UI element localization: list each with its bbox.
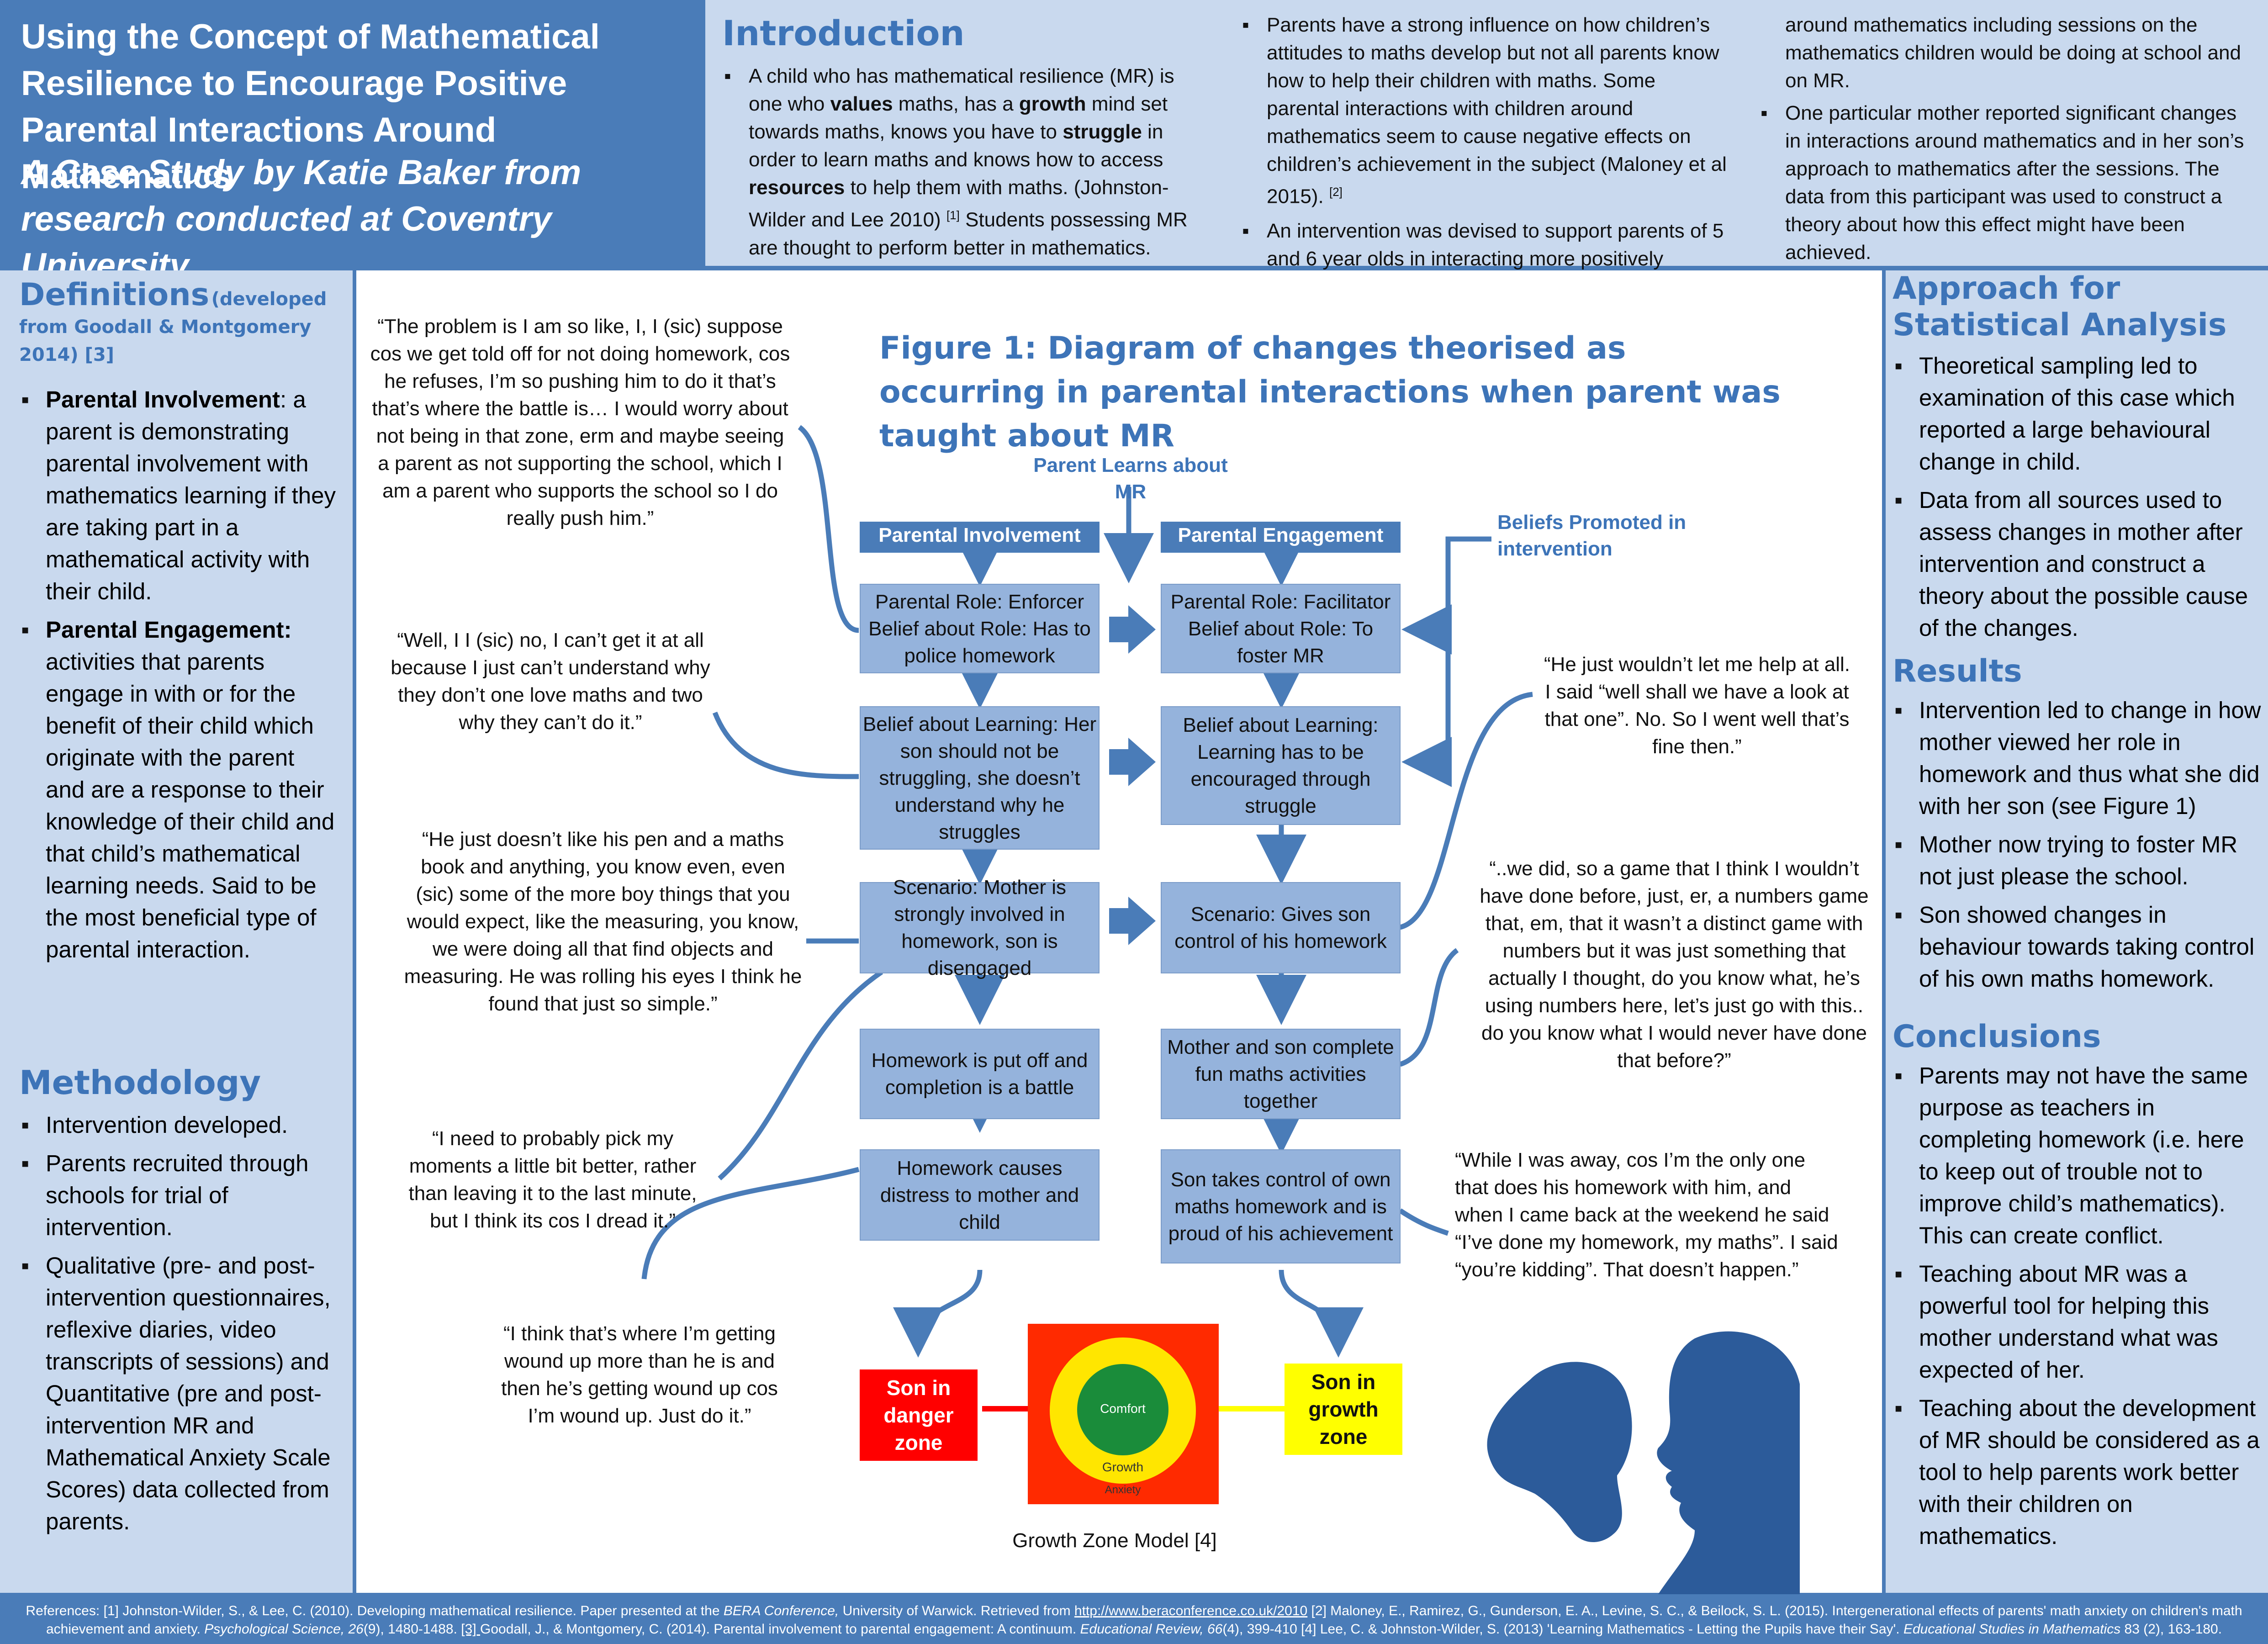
- approach-item: Theoretical sampling led to examination …: [1893, 350, 2263, 478]
- quote-right: “He just wouldn’t let me help at all. I …: [1544, 653, 1850, 758]
- block-arrow-1: [1109, 605, 1156, 654]
- quote-left: “The problem is I am so like, I, I (sic)…: [370, 315, 790, 529]
- results-item: Mother now trying to foster MR not just …: [1893, 829, 2263, 893]
- quote-left: “Well, I I (sic) no, I can’t get it at a…: [391, 629, 710, 734]
- intro-bullet: An intervention was devised to support p…: [1240, 217, 1734, 273]
- definitions-note: (developed from Goodall & Montgomery 201…: [19, 289, 327, 365]
- right-flow-box: Belief about Learning: Learning has to b…: [1161, 706, 1401, 825]
- growth-zone-caption: Growth Zone Model [4]: [1012, 1529, 1217, 1552]
- methodology-section: Methodology Intervention developed. Pare…: [19, 1060, 339, 1544]
- quote-link-4: [718, 970, 883, 1181]
- approach-heading: Approach for Statistical Analysis: [1893, 270, 2227, 343]
- child-silhouette-icon: [1487, 1362, 1632, 1543]
- arrow-right-6: [1279, 1269, 1364, 1358]
- growth-label: Growth: [1102, 1460, 1144, 1474]
- quote-right: “..we did, so a game that I think I woul…: [1480, 857, 1869, 1072]
- quote-link-5: [641, 1167, 860, 1279]
- quote-link-2: [712, 711, 859, 779]
- definition-item: Parental Engagement: activities that par…: [19, 614, 339, 966]
- intro-bullet: A child who has mathematical resilience …: [722, 62, 1202, 262]
- quote-right: “While I was away, cos I’m the only one …: [1455, 1149, 1838, 1281]
- methodology-heading: Methodology: [19, 1063, 261, 1102]
- quote-link-7: [1399, 948, 1459, 1067]
- beliefs-promoted-label: Beliefs Promoted in intervention: [1497, 511, 1686, 560]
- comfort-circle: [1077, 1364, 1168, 1455]
- right-flow-box: Mother and son complete fun maths activi…: [1161, 1029, 1401, 1119]
- zone-connector-red: [982, 1406, 1032, 1411]
- methodology-item: Parents recruited through schools for tr…: [19, 1147, 339, 1243]
- right-flow-box: Son takes control of own maths homework …: [1161, 1149, 1401, 1263]
- intro-column-3: around mathematics including sessions on…: [1759, 11, 2252, 266]
- conclusions-heading: Conclusions: [1893, 1019, 2101, 1055]
- results-heading: Results: [1893, 653, 2022, 689]
- parental-engagement-header: Parental Engagement: [1161, 522, 1401, 553]
- growth-zone-box: Son in growth zone: [1285, 1364, 1402, 1455]
- figure-title: Figure 1: Diagram of changes theorised a…: [879, 330, 1781, 454]
- references: References: [1] Johnston-Wilder, S., & L…: [26, 1603, 2242, 1637]
- quote-left: “I need to probably pick my moments a li…: [408, 1127, 697, 1232]
- poster-title: Using the Concept of Mathematical Resili…: [21, 17, 600, 196]
- growth-zone-model: Comfort Growth Anxiety: [1028, 1324, 1219, 1504]
- definition-item: Parental Involvement: a parent is demons…: [19, 384, 339, 608]
- introduction-heading: Introduction: [722, 13, 965, 53]
- quote-left: “He just doesn’t like his pen and a math…: [404, 828, 802, 1015]
- beliefs-bracket: [1414, 536, 1491, 765]
- parental-involvement-header: Parental Involvement: [860, 522, 1100, 553]
- conclusions-item: Parents may not have the same purpose as…: [1893, 1060, 2263, 1252]
- conclusions-section: Conclusions Parents may not have the sam…: [1893, 1014, 2263, 1559]
- intro-column-1: A child who has mathematical resilience …: [722, 62, 1202, 262]
- parent-learns-label: Parent Learns about MR: [1033, 454, 1228, 503]
- left-flow-box: Parental Role: Enforcer Belief about Rol…: [860, 584, 1100, 673]
- right-flow-box: Scenario: Gives son control of his homew…: [1161, 882, 1401, 973]
- title-panel: [0, 0, 703, 266]
- conclusions-item: Teaching about the development of MR sho…: [1893, 1392, 2263, 1552]
- arrow-left-6: [893, 1269, 983, 1358]
- intro-bullet: Parents have a strong influence on how c…: [1240, 11, 1734, 211]
- left-flow-box: Homework is put off and completion is a …: [860, 1029, 1100, 1119]
- left-flow-box: Homework causes distress to mother and c…: [860, 1149, 1100, 1241]
- quote-link-6: [1399, 692, 1533, 930]
- quote-link-8: [1398, 1208, 1449, 1236]
- approach-item: Data from all sources used to assess cha…: [1893, 484, 2263, 644]
- left-flow-box: Belief about Learning: Her son should no…: [860, 706, 1100, 850]
- anxiety-label: Anxiety: [1105, 1484, 1141, 1496]
- comfort-label: Comfort: [1100, 1401, 1146, 1416]
- block-arrow-3: [1109, 897, 1156, 945]
- definitions-section: Definitions (developed from Goodall & Mo…: [19, 277, 339, 972]
- conclusions-item: Teaching about MR was a powerful tool fo…: [1893, 1258, 2263, 1386]
- methodology-item: Intervention developed.: [19, 1109, 339, 1141]
- danger-zone-box: Son in danger zone: [860, 1369, 978, 1461]
- methodology-item: Qualitative (pre- and post- intervention…: [19, 1250, 339, 1538]
- block-arrow-2: [1109, 738, 1156, 786]
- reference-link[interactable]: http://www.beraconference.co.uk/2010: [1074, 1603, 1308, 1618]
- approach-section: Approach for Statistical Analysis Theore…: [1893, 270, 2263, 650]
- right-flow-box: Parental Role: Facilitator Belief about …: [1161, 584, 1401, 673]
- parent-silhouette-icon: [1657, 1331, 1800, 1594]
- results-item: Son showed changes in behaviour towards …: [1893, 899, 2263, 995]
- child-and-parent-silhouette-icon: [1487, 1331, 1800, 1594]
- quote-left: “I think that’s where I’m getting wound …: [501, 1322, 778, 1427]
- left-flow-box: Scenario: Mother is strongly involved in…: [860, 876, 1100, 979]
- results-item: Intervention led to change in how mother…: [1893, 694, 2263, 822]
- intro-column-2: Parents have a strong influence on how c…: [1240, 11, 1734, 273]
- definitions-heading: Definitions: [19, 277, 210, 313]
- results-section: Results Intervention led to change in ho…: [1893, 649, 2263, 1001]
- quote-link-1: [798, 425, 859, 633]
- intro-bullet: One particular mother reported significa…: [1759, 99, 2252, 266]
